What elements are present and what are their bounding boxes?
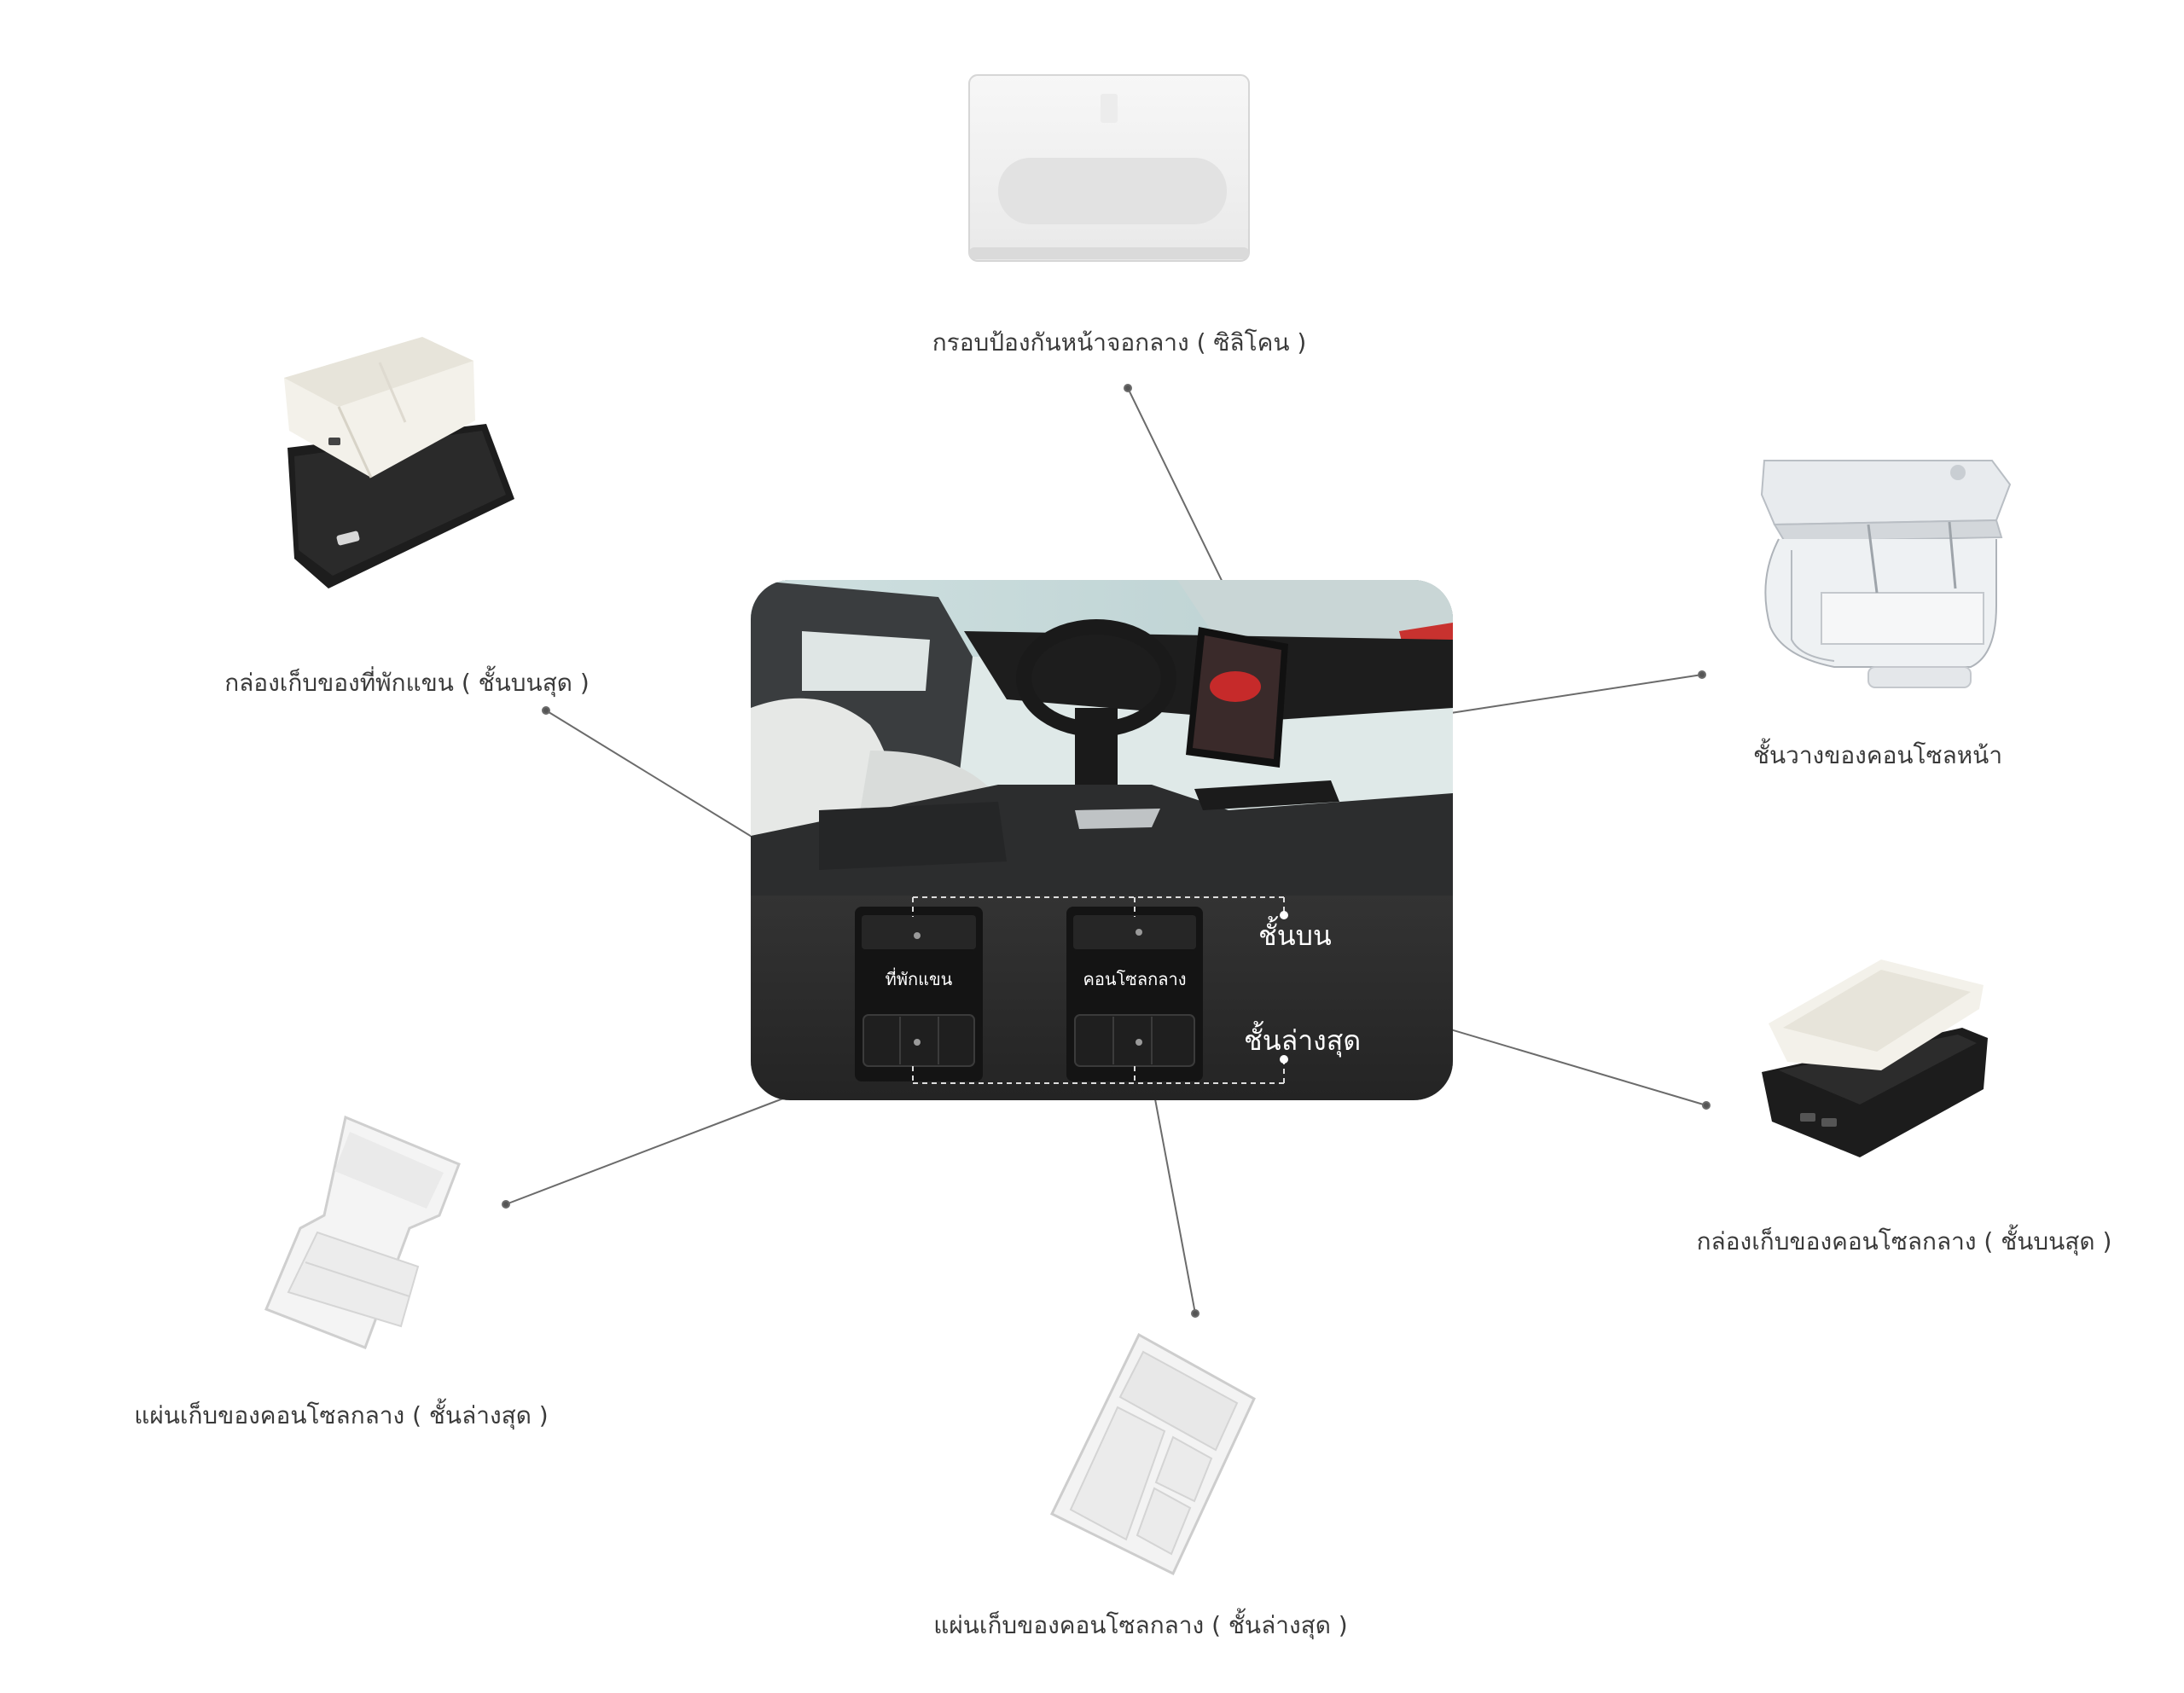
console-mat-image-center — [1045, 1331, 1258, 1578]
console-box-image — [1753, 942, 1996, 1164]
car-interior-photo: ที่พักแขน คอนโซลกลาง ชั้นบน ชั้นล่างสุด — [751, 580, 1453, 1100]
caption-screen-frame: กรอบป้องกันหน้าจอกลาง ( ซิลิโคน ) — [932, 328, 1307, 357]
car-interior-illustration — [751, 580, 1453, 1100]
armrest-box-image — [277, 328, 520, 601]
top-tier-label: ชั้นบน — [1258, 919, 1332, 952]
screen-frame-image — [964, 68, 1254, 269]
caption-mat-left: แผ่นเก็บของคอนโซลกลาง ( ชั้นล่างสุด ) — [134, 1401, 549, 1429]
caption-console-box: กล่องเก็บของคอนโซลกลาง ( ชั้นบนสุด ) — [1696, 1227, 2112, 1255]
bottom-tier-label: ชั้นล่างสุด — [1244, 1024, 1362, 1057]
caption-mat-center: แผ่นเก็บของคอนโซลกลาง ( ชั้นล่างสุด ) — [933, 1611, 1348, 1639]
front-shelf-image — [1740, 444, 2022, 699]
armrest-label: ที่พักแขน — [885, 969, 953, 989]
console-mat-image-left — [264, 1113, 461, 1352]
caption-armrest-box: กล่องเก็บของที่พักแขน ( ชั้นบนสุด ) — [224, 669, 590, 697]
console-label: คอนโซลกลาง — [1083, 969, 1187, 989]
caption-front-shelf: ชั้นวางของคอนโซลหน้า — [1752, 741, 2003, 769]
